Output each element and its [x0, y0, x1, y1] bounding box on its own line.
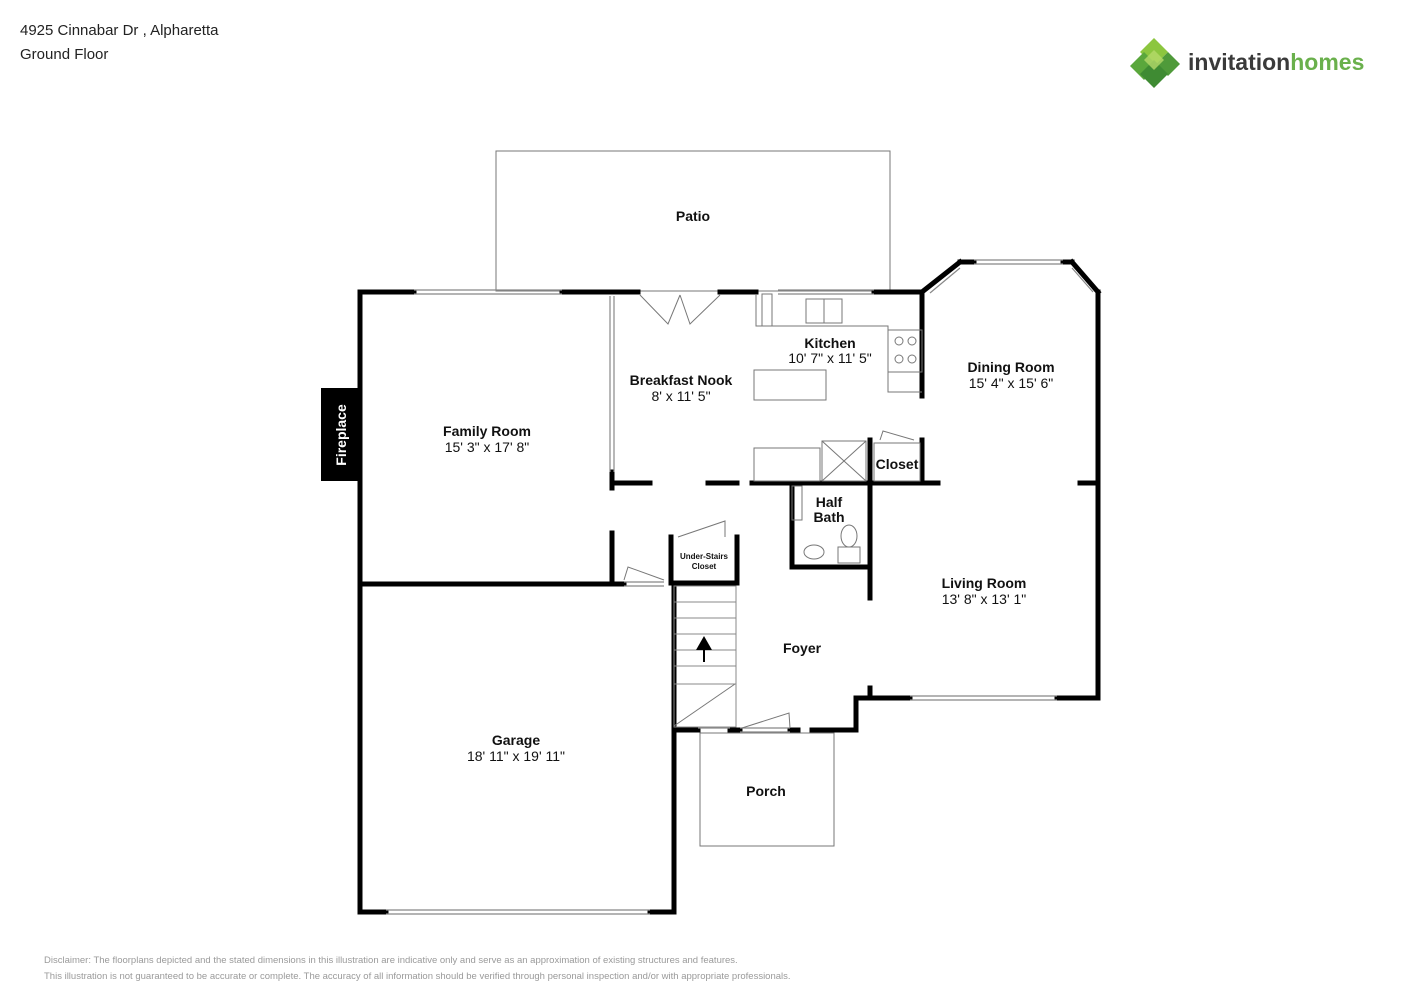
closet-label: Closet — [876, 456, 919, 472]
logo-text-invitation: invitation — [1188, 49, 1290, 75]
patio-outline — [495, 150, 891, 292]
living-room-dims: 13' 8" x 13' 1" — [942, 591, 1027, 607]
logo-mark-icon — [1130, 38, 1180, 88]
living-room-label: Living Room — [942, 575, 1027, 591]
stove-icon — [887, 329, 923, 373]
breakfast-nook-dims: 8' x 11' 5" — [651, 388, 710, 404]
fireplace-box — [321, 388, 360, 481]
doors — [623, 294, 915, 729]
kitchen-label: Kitchen — [804, 335, 855, 351]
fridge-icon — [821, 440, 867, 482]
disclaimer-line1: Disclaimer: The floorplans depicted and … — [44, 955, 738, 966]
toilet-icon — [840, 524, 858, 548]
disclaimer-line2: This illustration is not guaranteed to b… — [44, 971, 791, 982]
family-room-label: Family Room — [443, 423, 531, 439]
stair-arrow-icon — [696, 636, 712, 662]
dining-room-dims: 15' 4" x 15' 6" — [969, 375, 1054, 391]
logo-text-homes: homes — [1290, 49, 1364, 75]
foyer-label: Foyer — [783, 640, 822, 656]
bath-sink-icon — [803, 544, 825, 560]
bath-fixtures — [803, 524, 861, 564]
family-room-dims: 15' 3" x 17' 8" — [445, 439, 530, 455]
garage-label: Garage — [492, 732, 540, 748]
breakfast-nook-label: Breakfast Nook — [630, 372, 733, 388]
under-stairs-closet-label-line2: Closet — [692, 562, 717, 571]
porch-label: Porch — [746, 783, 786, 799]
kitchen-island — [753, 369, 827, 401]
fireplace-label: Fireplace — [333, 404, 349, 466]
floor-label: Ground Floor — [20, 46, 109, 63]
half-bath-label-line2: Bath — [813, 509, 844, 525]
property-address: 4925 Cinnabar Dr , Alpharetta — [20, 22, 219, 39]
svg-text:invitationhomes: invitationhomes — [1188, 49, 1364, 75]
windows — [386, 259, 1094, 915]
patio-label: Patio — [676, 208, 710, 224]
garage-dims: 18' 11" x 19' 11" — [467, 748, 565, 764]
invitation-homes-logo: invitationhomes — [1130, 38, 1364, 88]
porch-outline — [699, 732, 835, 847]
half-bath-label-line1: Half — [816, 494, 843, 510]
kitchen-fixtures — [753, 293, 923, 482]
under-stairs-closet-label-line1: Under-Stairs — [680, 552, 729, 561]
dining-room-label: Dining Room — [967, 359, 1054, 375]
kitchen-dims: 10' 7" x 11' 5" — [788, 350, 872, 366]
